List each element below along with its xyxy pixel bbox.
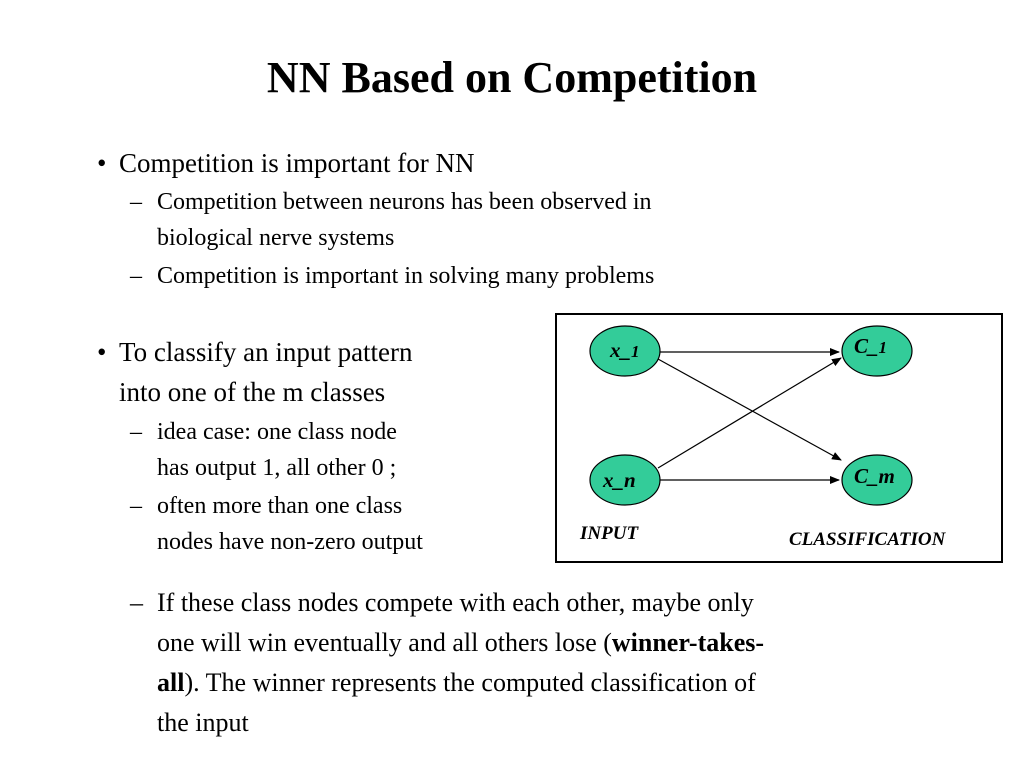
competition-network-diagram: x_1 x_n C_1 C_m INPUT CLASSIFICATION [555,313,1003,563]
sub-bullet-non-zero: – often more than one class nodes have n… [130,488,540,560]
sub-bullet-line: biological nerve systems [157,225,395,251]
node-cm-label: C_m [854,464,895,488]
node-x1-label: x_1 [609,338,640,362]
node-xn [589,454,661,506]
classification-caption: CLASSIFICATION [789,529,947,550]
edge-xn-c1 [657,357,842,469]
sub-bullet-biological: – Competition between neurons has been o… [130,184,890,256]
dash-glyph: – [130,493,142,519]
slide-title: NN Based on Competition [266,53,758,102]
dash-glyph: – [130,588,143,617]
paragraph-line: all). The winner represents the computed… [157,668,756,697]
sub-bullet-ideal-case: – idea case: one class node has output 1… [130,414,540,486]
node-xn-label: x_n [602,468,636,492]
dash-glyph: – [130,419,142,445]
node-c1 [841,325,913,377]
sub-bullet-line: nodes have non-zero output [157,529,423,555]
sub-bullet-line: has output 1, all other 0 ; [157,455,397,481]
edge-x1-cm [657,358,842,461]
node-cm [841,454,913,506]
input-caption: INPUT [579,523,639,544]
sub-bullet-line: idea case: one class node [157,419,397,445]
bold-term: all [157,668,185,697]
sub-bullet-winner-takes-all: – If these class nodes compete with each… [130,583,960,743]
node-c1-label: C_1 [854,334,887,358]
sub-bullet-line: Competition between neurons has been obs… [157,189,652,215]
sub-bullet-problems: – Competition is important in solving ma… [130,258,890,294]
dash-glyph: – [130,189,142,215]
bullet-classify: • To classify an input pattern into one … [97,332,537,412]
node-x1 [589,325,661,377]
bullet-line: into one of the m classes [119,377,386,407]
dash-glyph: – [130,263,142,289]
paragraph-line: one will win eventually and all others l… [157,628,765,657]
paragraph-line: the input [157,708,249,737]
bullet-line: To classify an input pattern [119,337,413,367]
bullet-glyph: • [97,148,107,178]
winner-paragraph: If these class nodes compete with each o… [157,583,957,743]
sub-bullet-line: Competition is important in solving many… [157,263,655,289]
bullet-competition: • Competition is important for NN [97,146,697,180]
bold-term: winner-takes- [611,628,765,657]
bullet-glyph: • [97,337,107,367]
bullet-text: Competition is important for NN [119,148,475,178]
sub-bullet-line: often more than one class [157,493,403,519]
paragraph-line: If these class nodes compete with each o… [157,588,754,617]
